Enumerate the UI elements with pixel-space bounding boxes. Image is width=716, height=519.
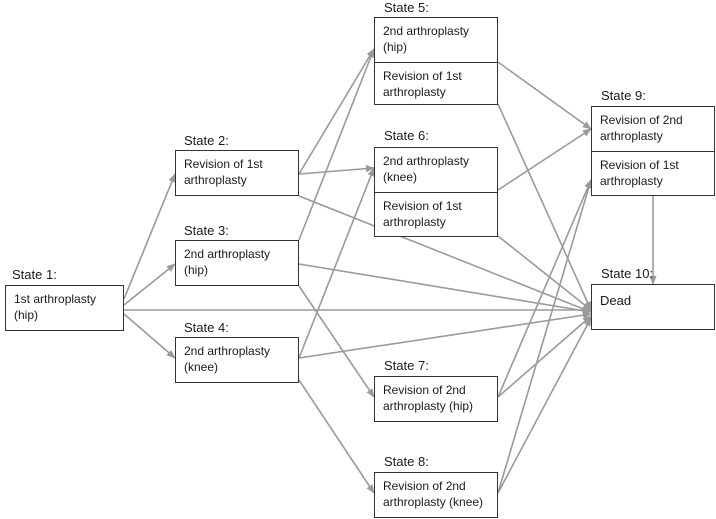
- state-6-cell-bottom: Revision of 1st arthroplasty: [375, 192, 497, 236]
- state-9-cell-bottom: Revision of 1st arthroplasty: [592, 151, 714, 195]
- state-7-box: Revision of 2nd arthroplasty (hip): [374, 376, 498, 422]
- state-10-label: State 10:: [601, 266, 654, 281]
- state-9-box: Revision of 2nd arthroplasty Revision of…: [591, 106, 715, 196]
- arrow-s5-to-s9: [497, 61, 592, 130]
- state-7-label: State 7:: [384, 358, 429, 373]
- arrow-s3-to-s10: [298, 263, 592, 315]
- state-4-label: State 4:: [184, 320, 229, 335]
- arrow-s4-to-s8: [298, 379, 375, 494]
- state-2-box: Revision of 1st arthroplasty: [175, 150, 299, 196]
- arrow-s6-to-s9: [497, 128, 592, 191]
- arrow-s7-to-s10: [497, 315, 592, 398]
- state-1-box: 1st arthroplasty (hip): [5, 285, 124, 331]
- arrow-s6-to-s10: [497, 235, 592, 311]
- arrow-s2-to-s6: [298, 165, 375, 175]
- arrow-s5-to-s10: [497, 103, 592, 311]
- arrow-s4-to-s10: [298, 311, 592, 359]
- state-9-label: State 9:: [601, 88, 646, 103]
- state-3-cell: 2nd arthroplasty (hip): [184, 247, 271, 277]
- state-6-cell-top: 2nd arthroplasty (knee): [383, 154, 470, 184]
- state-8-label: State 8:: [384, 454, 429, 469]
- state-3-box: 2nd arthroplasty (hip): [175, 240, 299, 286]
- state-5-label: State 5:: [384, 0, 429, 15]
- state-9-cell-top: Revision of 2nd arthroplasty: [600, 113, 683, 143]
- arrow-s3-to-s7: [298, 285, 375, 398]
- arrow-s1-to-s3: [123, 263, 176, 306]
- arrow-s1-to-s4: [123, 313, 176, 359]
- state-4-cell: 2nd arthroplasty (knee): [184, 344, 271, 374]
- state-10-cell: Dead: [600, 293, 632, 308]
- state-10-box: Dead: [591, 284, 715, 330]
- arrow-s4-to-s6: [298, 167, 375, 359]
- state-3-label: State 3:: [184, 223, 229, 238]
- state-5-cell-top: 2nd arthroplasty (hip): [383, 24, 470, 54]
- state-7-cell: Revision of 2nd arthroplasty (hip): [383, 383, 474, 413]
- state-1-label: State 1:: [12, 267, 57, 282]
- state-6-box: 2nd arthroplasty (knee) Revision of 1st …: [374, 147, 498, 237]
- arrow-s8-to-s10: [497, 317, 592, 494]
- state-4-box: 2nd arthroplasty (knee): [175, 337, 299, 383]
- state-1-cell: 1st arthroplasty (hip): [14, 292, 97, 322]
- state-8-box: Revision of 2nd arthroplasty (knee): [374, 472, 498, 518]
- state-2-cell: Revision of 1st arthroplasty: [184, 157, 263, 187]
- state-5-cell-bottom: Revision of 1st arthroplasty: [375, 62, 497, 104]
- arrow-s3-to-s5: [298, 48, 375, 241]
- state-6-label: State 6:: [384, 128, 429, 143]
- arrow-s8-to-s9: [497, 179, 593, 494]
- state-8-cell: Revision of 2nd arthroplasty (knee): [383, 479, 484, 509]
- arrow-s2-to-s5: [298, 48, 375, 175]
- state-5-box: 2nd arthroplasty (hip) Revision of 1st a…: [374, 17, 498, 105]
- arrow-s1-to-s2: [123, 173, 176, 300]
- state-2-label: State 2:: [184, 133, 229, 148]
- arrow-s7-to-s9: [497, 179, 592, 398]
